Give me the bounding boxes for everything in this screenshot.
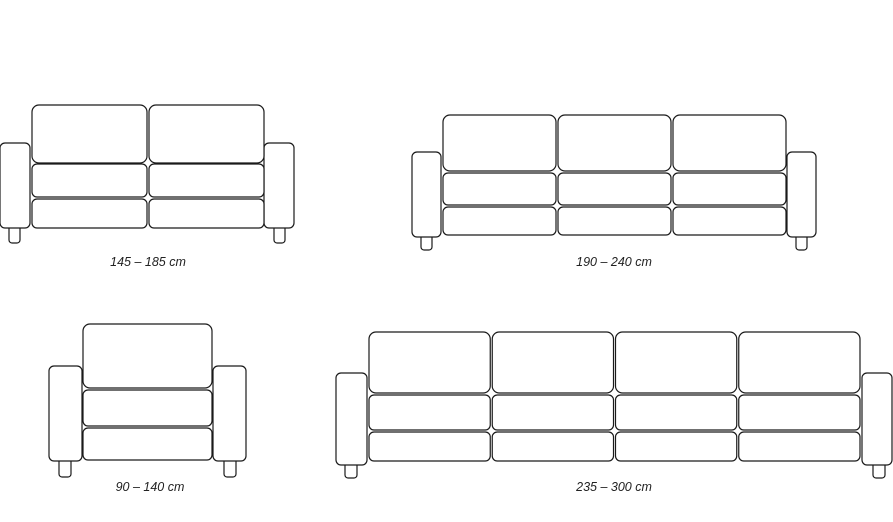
sofa-width-label-two-seater: 145 – 185 cm xyxy=(110,255,186,269)
armchair-right-armrest xyxy=(212,365,247,462)
armchair-base-1 xyxy=(82,427,213,461)
four-seater-base-1 xyxy=(368,431,491,462)
sofa-width-label-four-seater: 235 – 300 cm xyxy=(576,480,652,494)
three-seater-seat-cushion-3 xyxy=(672,172,787,206)
two-seater-base-1 xyxy=(31,198,148,229)
four-seater-back-cushion-1 xyxy=(368,331,491,394)
three-seater-base-1 xyxy=(442,206,557,236)
three-seater-right-armrest xyxy=(786,151,817,238)
two-seater-right-armrest xyxy=(263,142,295,229)
four-seater-left-armrest xyxy=(335,372,368,466)
three-seater-back-cushion-3 xyxy=(672,114,787,172)
two-seater-left-armrest xyxy=(0,142,31,229)
four-seater-base-4 xyxy=(738,431,861,462)
four-seater-base-3 xyxy=(614,431,738,462)
four-seater-seat-cushion-3 xyxy=(614,394,738,431)
two-seater-back-cushion-2 xyxy=(148,104,265,164)
four-seater-seat-cushion-2 xyxy=(491,394,615,431)
three-seater-back-cushion-2 xyxy=(557,114,672,172)
two-seater-back-cushion-1 xyxy=(31,104,148,164)
four-seater-seat-cushion-1 xyxy=(368,394,491,431)
two-seater-seat-cushion-1 xyxy=(31,163,148,198)
four-seater-base-2 xyxy=(491,431,615,462)
armchair-seat-cushion-1 xyxy=(82,389,213,427)
sofa-width-label-three-seater: 190 – 240 cm xyxy=(576,255,652,269)
two-seater-seat-cushion-2 xyxy=(148,163,265,198)
three-seater-back-cushion-1 xyxy=(442,114,557,172)
three-seater-left-armrest xyxy=(411,151,442,238)
three-seater-base-2 xyxy=(557,206,672,236)
armchair-back-cushion-1 xyxy=(82,323,213,389)
three-seater-seat-cushion-2 xyxy=(557,172,672,206)
armchair-left-armrest xyxy=(48,365,83,462)
four-seater-back-cushion-2 xyxy=(491,331,615,394)
four-seater-back-cushion-3 xyxy=(614,331,738,394)
sofa-width-label-armchair: 90 – 140 cm xyxy=(115,480,185,494)
two-seater-base-2 xyxy=(148,198,265,229)
four-seater-right-armrest xyxy=(861,372,893,466)
three-seater-base-3 xyxy=(672,206,787,236)
three-seater-seat-cushion-1 xyxy=(442,172,557,206)
four-seater-seat-cushion-4 xyxy=(738,394,861,431)
four-seater-back-cushion-4 xyxy=(738,331,861,394)
